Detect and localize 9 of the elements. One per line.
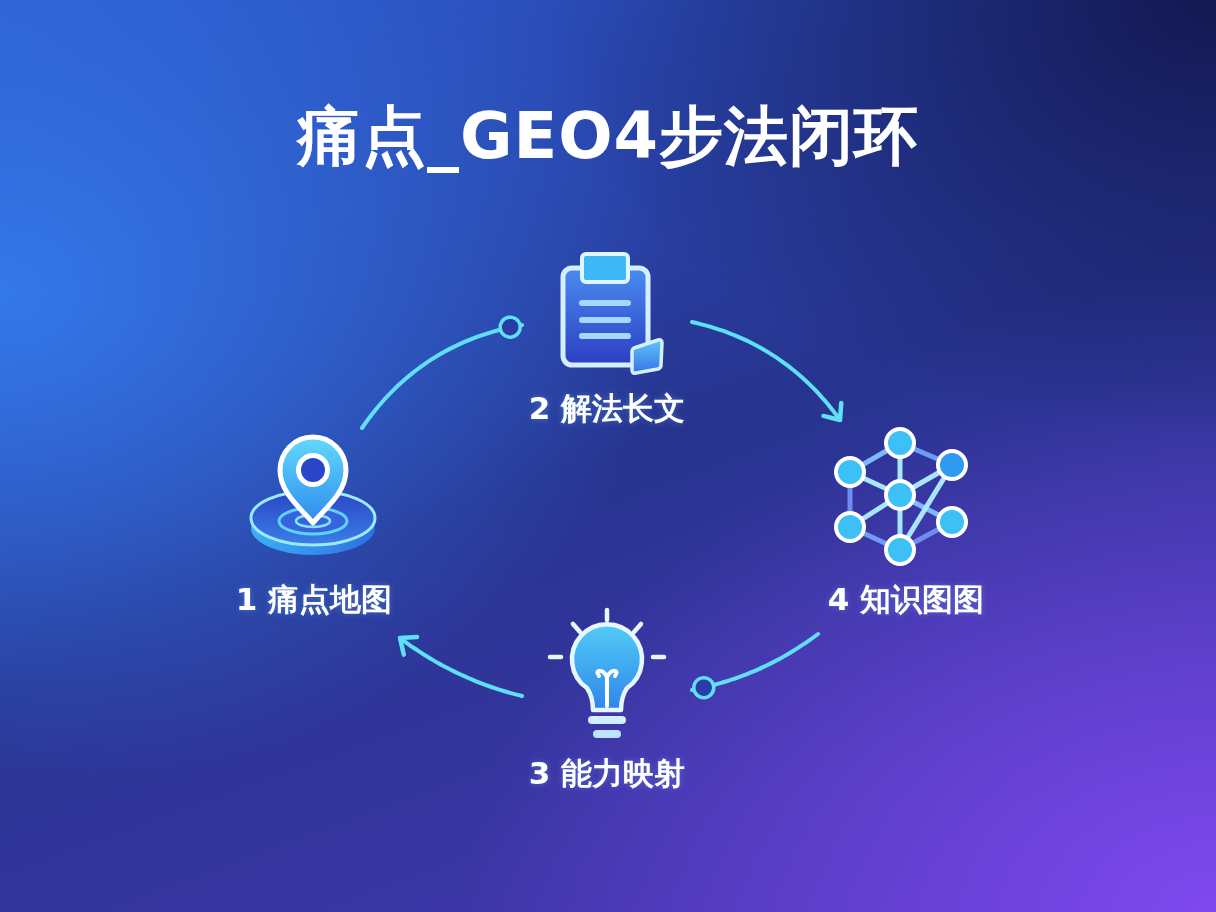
curved-arrow	[690, 320, 844, 423]
title: 痛点_GEO4步法闭环	[296, 98, 920, 175]
step-label: 2 解法长文	[528, 390, 686, 428]
step-label: 4 知识图图	[827, 581, 985, 619]
step-label: 3 能力映射	[528, 755, 686, 793]
step-label: 1 痛点地图	[235, 581, 393, 619]
curved-arrow	[397, 634, 524, 698]
curved-connector	[360, 315, 524, 430]
curved-connector	[690, 632, 820, 700]
